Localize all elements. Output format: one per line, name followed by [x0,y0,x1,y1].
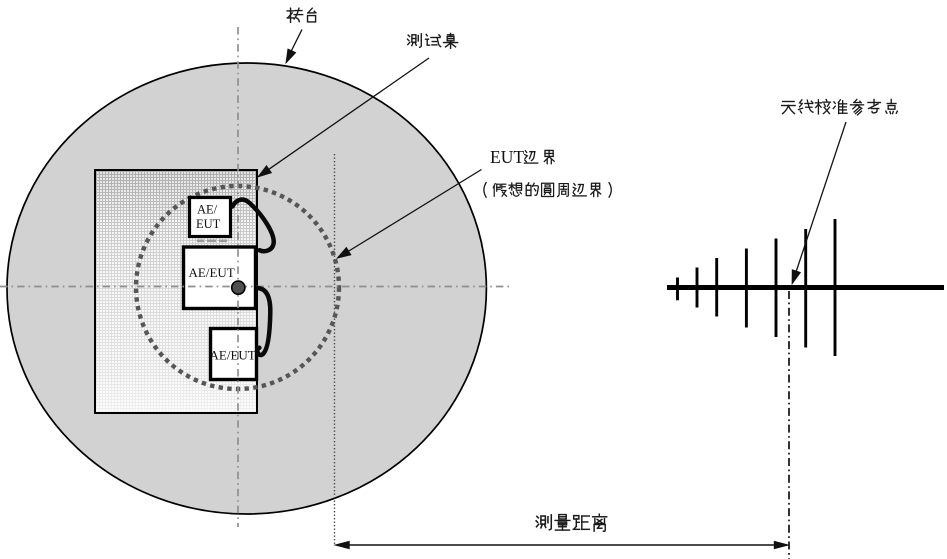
svg-text:EUT: EUT [196,217,221,231]
svg-text:AE/EUT: AE/EUT [189,265,235,280]
svg-text:AE/EUT: AE/EUT [210,348,256,363]
svg-text:EUT: EUT [490,147,524,167]
svg-text:AE/: AE/ [197,202,218,216]
